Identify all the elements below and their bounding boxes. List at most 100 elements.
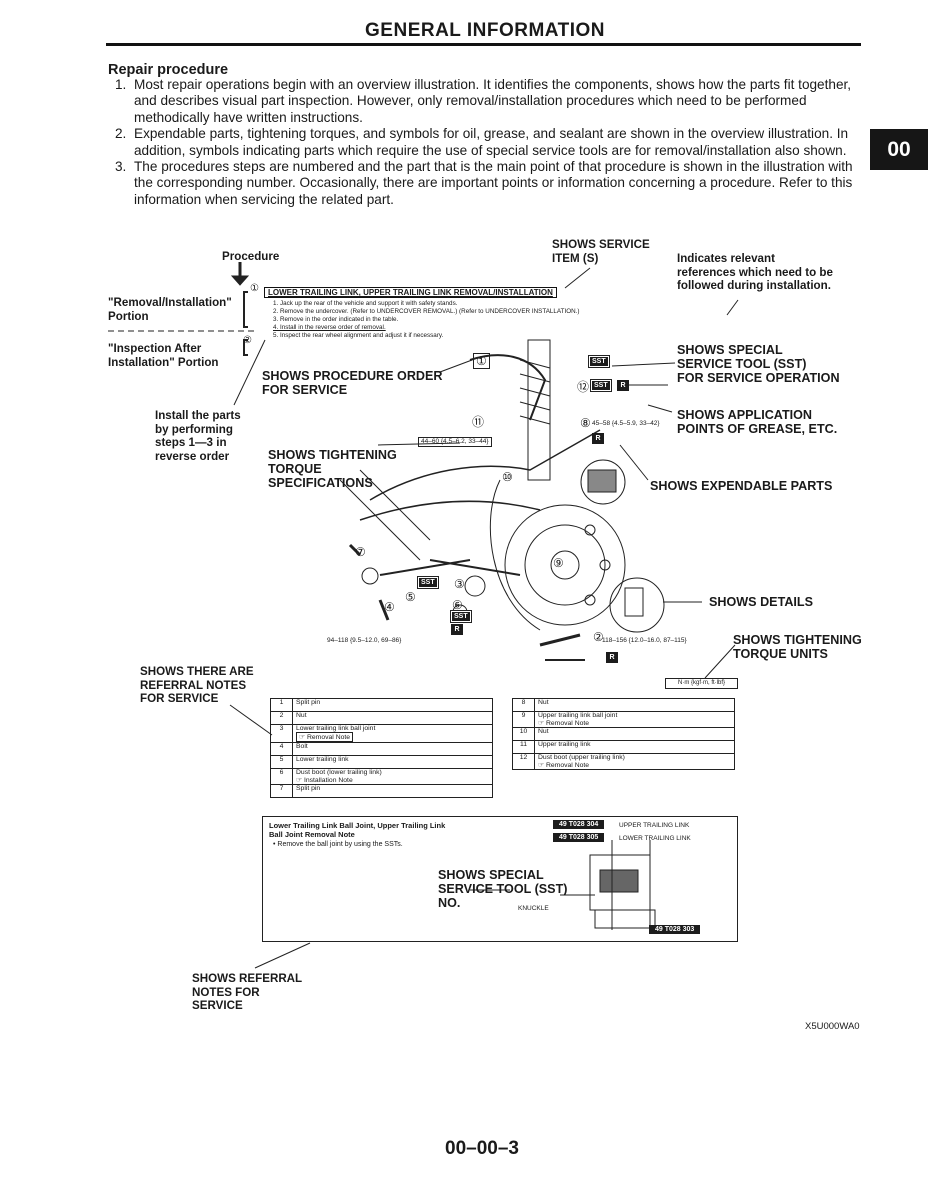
table-cell-number: 8 [512,698,535,712]
table-cell-text: Nut [534,698,735,712]
torque-spec-2: 45–58 {4.5–5.9, 33–42} [592,420,660,427]
title-rule [106,43,861,46]
knuckle-label: KNUCKLE [518,905,549,912]
note-title: Lower Trailing Link Ball Joint, Upper Tr… [269,821,446,839]
shows-special-sst-operation-label: SHOWS SPECIAL SERVICE TOOL (SST) FOR SER… [677,343,840,385]
procedure-line: 3. Remove in the order indicated in the … [273,316,399,323]
document-code: X5U000WA0 [805,1021,860,1032]
table-cell-number: 7 [270,784,293,798]
step-number: 2. [115,126,127,142]
table-cell-number: 4 [270,742,293,756]
procedure-label: Procedure [222,250,280,263]
step-number: 1. [115,77,127,92]
sst-icon: SST [590,379,612,392]
callout-7: ⑦ [355,545,366,559]
callout-11: ⑪ [472,415,485,429]
shows-procedure-order-label: SHOWS PROCEDURE ORDER FOR SERVICE [262,369,443,397]
sst-icon: SST [588,355,610,368]
step-item: 2. Expendable parts, tightening torques, … [115,126,865,159]
table-cell-text: Nut [534,727,735,741]
table-cell-text: Lower trailing link [292,755,493,769]
sst-number-badge: 49 T028 303 [649,925,701,934]
table-cell-number: 11 [512,740,535,754]
sst-number-badge: 49 T028 304 [553,820,605,829]
sst-icon: SST [417,576,439,589]
sst-description: UPPER TRAILING LINK [619,822,690,829]
callout-2: ② [593,630,604,644]
steps-list: 1.Most repair operations begin with an o… [115,77,865,208]
table-cell-number: 2 [270,711,293,725]
r-icon: R [617,380,629,391]
table-cell-number: 3 [270,724,293,743]
callout-6: ⑥ [452,598,463,612]
procedure-line: 4. Install in the reverse order of remov… [273,324,386,331]
r-icon: R [451,624,463,635]
inspection-after-installation-label: "Inspection After Installation" Portion [108,342,219,369]
removal-note-link[interactable]: ☞ Removal Note [538,762,590,769]
table-cell-number: 9 [512,711,535,728]
table-cell-text: Dust boot (upper trailing link) [538,754,625,761]
page-number: 00–00–3 [445,1138,519,1159]
callout-1: ① [473,353,490,369]
table-cell-text: Upper trailing link ball joint [538,712,618,719]
table-cell-text: Dust boot (lower trailing link) [296,769,382,776]
sst-icon: SST [450,610,472,623]
note-bullet: • Remove the ball joint by using the SST… [273,841,403,848]
sst-description: LOWER TRAILING LINK [619,835,691,842]
callout-9: ⑨ [553,556,564,570]
callout-5: ⑤ [405,590,416,604]
shows-application-points-label: SHOWS APPLICATION POINTS OF GREASE, ETC. [677,408,838,436]
removal-note-link[interactable]: ☞ Removal Note [538,720,590,727]
step-text: Expendable parts, tightening torques, an… [134,126,849,158]
table-cell-number: 1 [270,698,293,712]
shows-tightening-torque-units-label: SHOWS TIGHTENING TORQUE UNITS [733,633,862,661]
callout-3: ③ [454,577,465,591]
callout-10: ⑩ [502,470,513,484]
sst-number-badge: 49 T028 305 [553,833,605,842]
table-cell-text: Lower trailing link ball joint [296,725,376,732]
table-cell-number: 10 [512,727,535,741]
shows-tightening-torque-specs-label: SHOWS TIGHTENING TORQUE SPECIFICATIONS [268,448,397,490]
r-icon: R [592,433,604,444]
indicates-relevant-label: Indicates relevant references which need… [677,252,833,292]
shows-details-label: SHOWS DETAILS [709,595,814,609]
table-cell-number: 5 [270,755,293,769]
table-cell-text: Bolt [292,742,493,756]
procedure-heading: LOWER TRAILING LINK, UPPER TRAILING LINK… [264,287,557,298]
shows-referral-notes-for-service-label: SHOWS THERE ARE REFERRAL NOTES FOR SERVI… [140,665,254,705]
section-tab-badge: 00 [870,129,928,170]
table-cell-text: Split pin [292,784,493,798]
procedure-box: LOWER TRAILING LINK, UPPER TRAILING LINK… [264,282,632,344]
installation-note-link[interactable]: ☞ Installation Note [296,777,353,784]
shows-special-sst-no-label: SHOWS SPECIAL SERVICE TOOL (SST) NO. [438,868,568,910]
section-title: Repair procedure [108,62,229,78]
step-item: 3.The procedures steps are numbered and … [115,159,865,208]
procedure-marker-2: ② [243,335,252,346]
step-item: 1.Most repair operations begin with an o… [115,77,865,126]
table-cell-number: 12 [512,753,535,770]
torque-units-box: N·m {kgf·m, ft·lbf} [665,678,738,689]
torque-spec-3: 94–118 {9.5–12.0, 69–86} [327,637,402,644]
install-parts-label: Install the parts by performing steps 1—… [155,409,241,463]
removal-note-link[interactable]: ☞ Removal Note [296,732,354,742]
torque-spec-4: 118–156 {12.0–16.0, 87–115} [602,637,687,644]
r-icon: R [606,652,618,663]
shows-expendable-parts-label: SHOWS EXPENDABLE PARTS [650,479,833,493]
step-text: The procedures steps are numbered and th… [134,159,853,207]
procedure-marker-1: ① [250,283,259,294]
table-cell-text: Nut [292,711,493,725]
procedure-line: 2. Remove the undercover. (Refer to UNDE… [273,308,580,315]
